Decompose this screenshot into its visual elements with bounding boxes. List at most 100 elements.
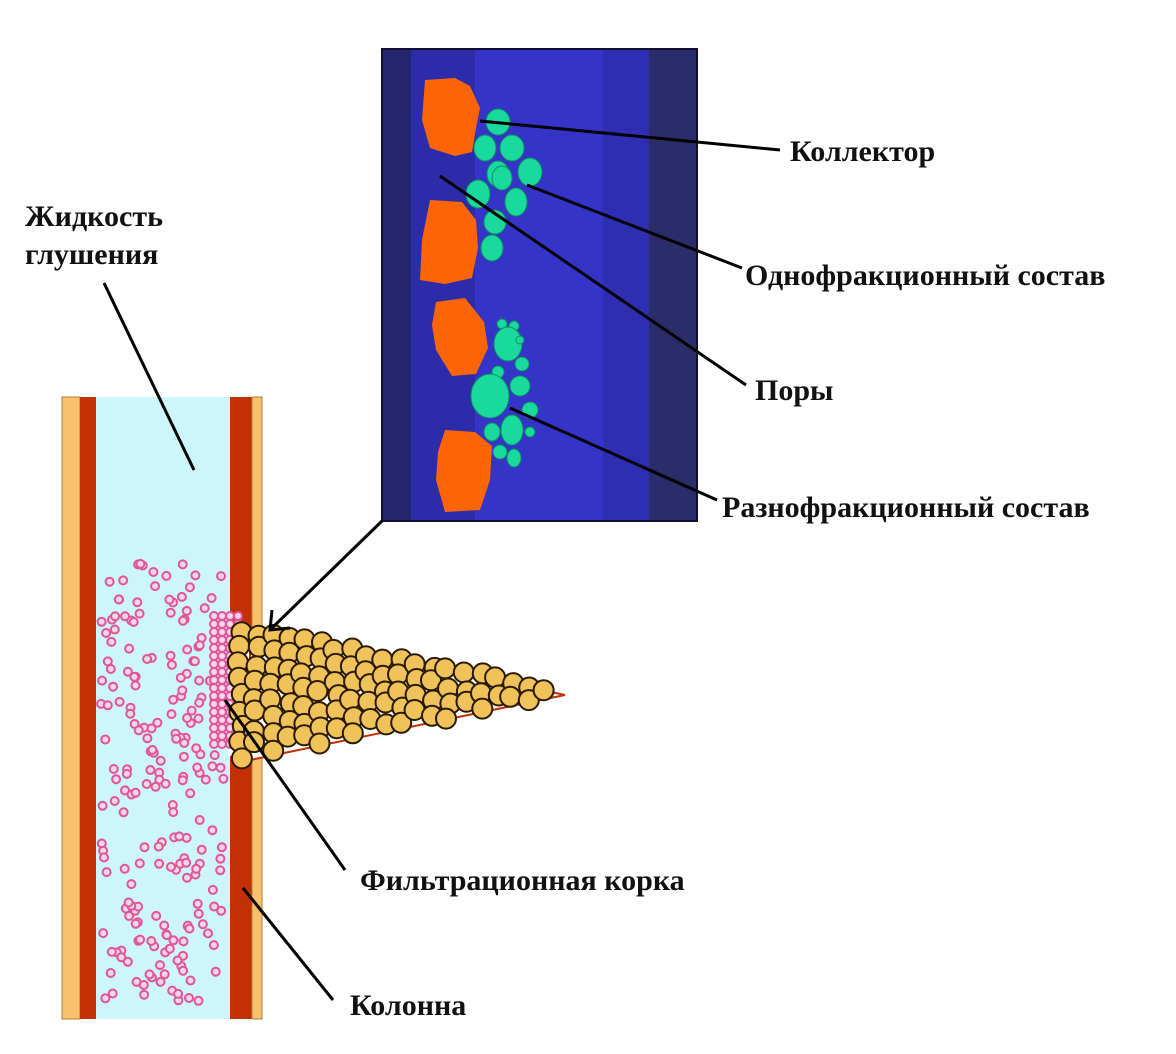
label-filter-cake: Фильтрационная корка — [360, 864, 685, 897]
fluid-particle — [139, 842, 150, 853]
fluid-particle — [208, 940, 219, 951]
rock-grain — [420, 200, 478, 284]
fluid-particle — [130, 918, 141, 929]
fluid-particle — [142, 654, 153, 664]
fluid-particle — [159, 920, 170, 931]
fluid-particle — [98, 928, 109, 939]
fluid-particle — [207, 825, 218, 836]
cake-particle — [209, 731, 219, 741]
fluid-particle — [192, 898, 203, 909]
pore-grain-mono — [480, 234, 504, 262]
fluid-particle — [184, 582, 195, 593]
fluid-particle — [133, 725, 144, 736]
tunnel-grain — [532, 679, 555, 702]
label-mono-fraction: Однофракционный состав — [745, 259, 1105, 292]
pore-grain-multi — [515, 335, 525, 345]
tunnel-grain — [306, 680, 329, 702]
fluid-particle — [104, 576, 115, 587]
fluid-particle — [130, 680, 141, 691]
fluid-particle — [179, 738, 190, 748]
fluid-particle — [191, 743, 202, 754]
fluid-particle — [106, 946, 117, 957]
cake-particle — [217, 619, 227, 629]
cake-particle — [217, 739, 227, 749]
cake-particle — [217, 691, 227, 701]
cake-particle — [209, 635, 219, 645]
fluid-particle — [155, 755, 166, 766]
fluid-particle — [108, 681, 119, 692]
fluid-particle — [197, 919, 208, 930]
fluid-particle — [185, 788, 196, 799]
pore-grain-multi — [483, 422, 501, 442]
label-kill-fluid-line1: Жидкость — [25, 200, 163, 233]
pore-grain-mono — [517, 157, 543, 187]
cake-particle — [217, 675, 227, 685]
fluid-particle — [135, 558, 146, 569]
fluid-particle — [215, 762, 226, 773]
kill-fluid-body — [96, 397, 230, 1019]
pore-grain-multi — [470, 373, 510, 419]
cake-particle — [209, 675, 219, 685]
tunnel-grain — [341, 722, 364, 745]
cake-particle — [217, 715, 227, 725]
leader-filter-cake — [223, 699, 347, 871]
fluid-particle — [194, 675, 205, 686]
fluid-particle — [194, 815, 205, 825]
pore-grain-multi — [506, 448, 522, 468]
fluid-particle — [210, 966, 221, 977]
cake-particle — [209, 627, 219, 637]
fluid-particle — [154, 858, 165, 869]
tunnel-grain — [484, 666, 507, 689]
label-casing: Колонна — [350, 989, 466, 1022]
inset-band-mid-right — [603, 50, 649, 520]
fluid-particle — [168, 935, 179, 946]
fluid-particle — [178, 615, 188, 626]
fluid-particle — [173, 988, 184, 999]
fluid-particle — [215, 865, 226, 876]
fluid-particle — [161, 570, 172, 581]
fluid-particle — [191, 863, 202, 874]
fluid-particle — [159, 969, 170, 980]
fluid-particle — [164, 594, 175, 605]
pore-grain-multi — [500, 414, 524, 446]
rock-grain — [422, 78, 480, 156]
fluid-particle — [175, 672, 186, 683]
tunnel-grain — [262, 739, 285, 762]
fluid-particle — [99, 852, 109, 863]
fluid-particle — [216, 905, 227, 916]
fluid-particle — [102, 700, 113, 711]
tunnel-grain — [434, 657, 457, 680]
pore-grain-mono — [491, 165, 513, 191]
fluid-particle — [123, 897, 134, 908]
fluid-particle — [153, 841, 164, 852]
fluid-particle — [134, 858, 145, 869]
label-collector: Коллектор — [790, 135, 935, 168]
fluid-particle — [177, 559, 188, 570]
pore-grain-multi — [509, 375, 531, 397]
tunnel-grain — [499, 685, 522, 708]
fluid-particle — [181, 857, 192, 868]
fluid-particle — [151, 910, 162, 921]
cake-particle — [217, 731, 227, 741]
fluid-particle — [182, 644, 193, 655]
fluid-particle — [184, 993, 194, 1003]
fluid-particle — [168, 807, 179, 818]
label-pores: Поры — [755, 374, 833, 407]
fluid-particle — [116, 952, 127, 963]
fluid-particle — [189, 656, 200, 667]
fluid-particle — [100, 993, 111, 1004]
cake-particle — [209, 667, 219, 677]
fluid-particle — [122, 956, 133, 967]
cake-particle — [209, 723, 219, 733]
fluid-particle — [109, 624, 120, 635]
fluid-particle — [111, 774, 122, 785]
fluid-particle — [190, 570, 201, 581]
pore-grain-multi — [514, 356, 530, 372]
fluid-particles — [96, 558, 229, 1006]
fluid-particle — [177, 685, 188, 696]
cake-particle — [209, 643, 219, 653]
fluid-particle — [146, 936, 157, 946]
fluid-particle — [129, 671, 140, 682]
fluid-particle — [184, 923, 195, 934]
fluid-particle — [126, 879, 137, 890]
